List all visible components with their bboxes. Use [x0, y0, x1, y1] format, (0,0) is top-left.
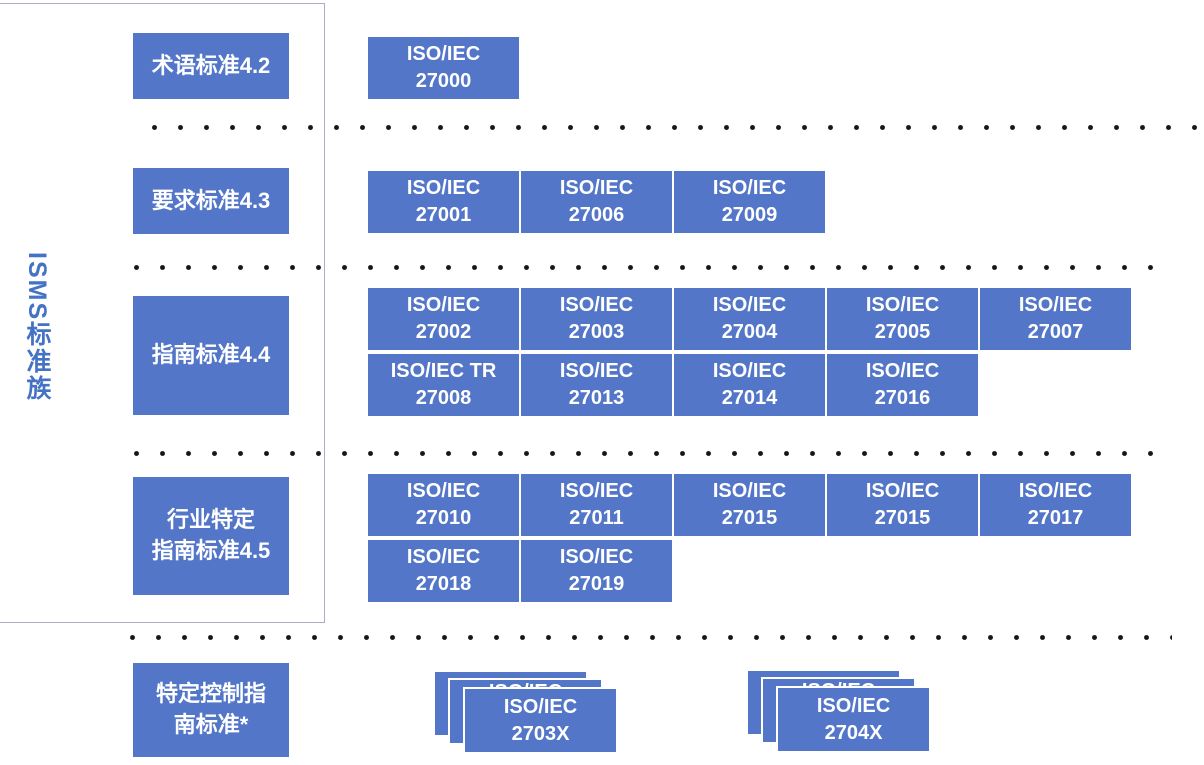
- standard-label-line: 27016: [874, 387, 931, 409]
- standard-box-27010: ISO/IEC 27010: [367, 473, 520, 537]
- family-vertical-label: ISMS标准族: [23, 252, 51, 403]
- standard-label-line: ISO/IEC: [865, 360, 940, 382]
- standard-label-line: 2704X: [824, 721, 883, 744]
- standard-label-line: 27000: [415, 70, 472, 92]
- standard-box-27018: ISO/IEC 27018: [367, 539, 520, 603]
- standard-label-line: 2703X: [511, 722, 570, 745]
- standard-label-line: 27018: [415, 573, 472, 595]
- standard-stack-front-2703x: ISO/IEC 2703X: [463, 687, 618, 754]
- standard-label-line: ISO/IEC: [712, 294, 787, 316]
- standard-label-line: 27015: [874, 507, 931, 529]
- standard-label-line: ISO/IEC: [712, 480, 787, 502]
- standard-label-line: ISO/IEC: [816, 694, 891, 717]
- standard-stack-front-2704x: ISO/IEC 2704X: [776, 686, 931, 753]
- standard-box-27001: ISO/IEC 27001: [367, 170, 520, 234]
- standard-label-line: ISO/IEC: [712, 177, 787, 199]
- standard-label-line: ISO/IEC: [865, 480, 940, 502]
- standard-label-line: ISO/IEC: [559, 480, 634, 502]
- standard-box-27017: ISO/IEC 27017: [979, 473, 1132, 537]
- standard-label-line: ISO/IEC: [865, 294, 940, 316]
- standard-label-line: 27011: [569, 507, 624, 529]
- category-label-line: 行业特定: [166, 507, 255, 533]
- dotted-separator-1: [152, 125, 1204, 130]
- standard-label-line: 27001: [415, 204, 472, 226]
- standard-label-line: ISO/IEC: [559, 177, 634, 199]
- standard-label-line: 27004: [721, 321, 778, 343]
- standard-box-27019: ISO/IEC 27019: [520, 539, 673, 603]
- standard-box-27011: ISO/IEC 27011: [520, 473, 673, 537]
- dotted-separator-2: [134, 265, 1172, 270]
- standard-box-27006: ISO/IEC 27006: [520, 170, 673, 234]
- standard-label-line: ISO/IEC: [406, 43, 481, 65]
- category-label-line: 术语标准4.2: [151, 52, 271, 78]
- standard-box-27009: ISO/IEC 27009: [673, 170, 826, 234]
- standard-label-line: 27014: [721, 387, 778, 409]
- category-label-line: 指南标准4.5: [151, 538, 271, 563]
- standard-label-line: ISO/IEC: [559, 546, 634, 568]
- category-box-terminology: 术语标准4.2: [133, 33, 289, 99]
- standard-label-line: ISO/IEC: [559, 294, 634, 316]
- standard-box-27008: ISO/IEC TR 27008: [367, 353, 520, 417]
- standard-label-line: ISO/IEC: [712, 360, 787, 382]
- standard-label-line: 27017: [1027, 507, 1084, 529]
- standard-label-line: ISO/IEC: [1018, 480, 1093, 502]
- category-box-sector-specific: 行业特定指南标准4.5: [133, 477, 289, 595]
- standard-label-line: 27003: [568, 321, 625, 343]
- standard-label-line: 27005: [874, 321, 931, 343]
- standard-label-line: 27019: [568, 573, 625, 595]
- category-box-control-specific: 特定控制指南标准*: [133, 663, 289, 757]
- standard-label-line: 27015: [721, 507, 778, 529]
- standard-label-line: ISO/IEC TR: [390, 360, 497, 382]
- standard-label-line: 27006: [568, 204, 625, 226]
- standard-box-27013: ISO/IEC 27013: [520, 353, 673, 417]
- standard-label-line: 27009: [721, 204, 778, 226]
- standard-box-27007: ISO/IEC 27007: [979, 287, 1132, 351]
- standard-label-line: ISO/IEC: [406, 294, 481, 316]
- category-label-line: 指南标准4.4: [151, 342, 271, 368]
- category-label-line: 特定控制指: [155, 681, 266, 707]
- standard-label-line: ISO/IEC: [406, 177, 481, 199]
- standard-label-line: ISO/IEC: [1018, 294, 1093, 316]
- standard-label-line: 27002: [415, 321, 472, 343]
- dotted-separator-3: [134, 451, 1172, 456]
- category-label-line: 南标准*: [173, 712, 249, 737]
- standard-box-27015: ISO/IEC 27015: [673, 473, 826, 537]
- category-box-requirements: 要求标准4.3: [133, 168, 289, 234]
- standard-box-27014: ISO/IEC 27014: [673, 353, 826, 417]
- standards-family-container-box: [0, 3, 325, 623]
- standard-label-line: 27013: [568, 387, 625, 409]
- standard-label-line: ISO/IEC: [559, 360, 634, 382]
- standard-box-27002: ISO/IEC 27002: [367, 287, 520, 351]
- standard-label-line: 27007: [1027, 321, 1084, 343]
- category-label-line: 要求标准4.3: [151, 187, 271, 213]
- standard-label-line: ISO/IEC: [406, 546, 481, 568]
- standard-box-27004: ISO/IEC 27004: [673, 287, 826, 351]
- standard-box-27015: ISO/IEC 27015: [826, 473, 979, 537]
- category-box-guidelines: 指南标准4.4: [133, 296, 289, 415]
- standard-label-line: ISO/IEC: [406, 480, 481, 502]
- standard-label-line: 27010: [415, 507, 472, 529]
- dotted-separator-4: [130, 635, 1172, 640]
- standard-box-27003: ISO/IEC 27003: [520, 287, 673, 351]
- standard-label-line: 27008: [415, 387, 472, 409]
- standard-box-27000: ISO/IEC 27000: [367, 36, 520, 100]
- standard-box-27016: ISO/IEC 27016: [826, 353, 979, 417]
- standard-label-line: ISO/IEC: [503, 695, 578, 718]
- standard-box-27005: ISO/IEC 27005: [826, 287, 979, 351]
